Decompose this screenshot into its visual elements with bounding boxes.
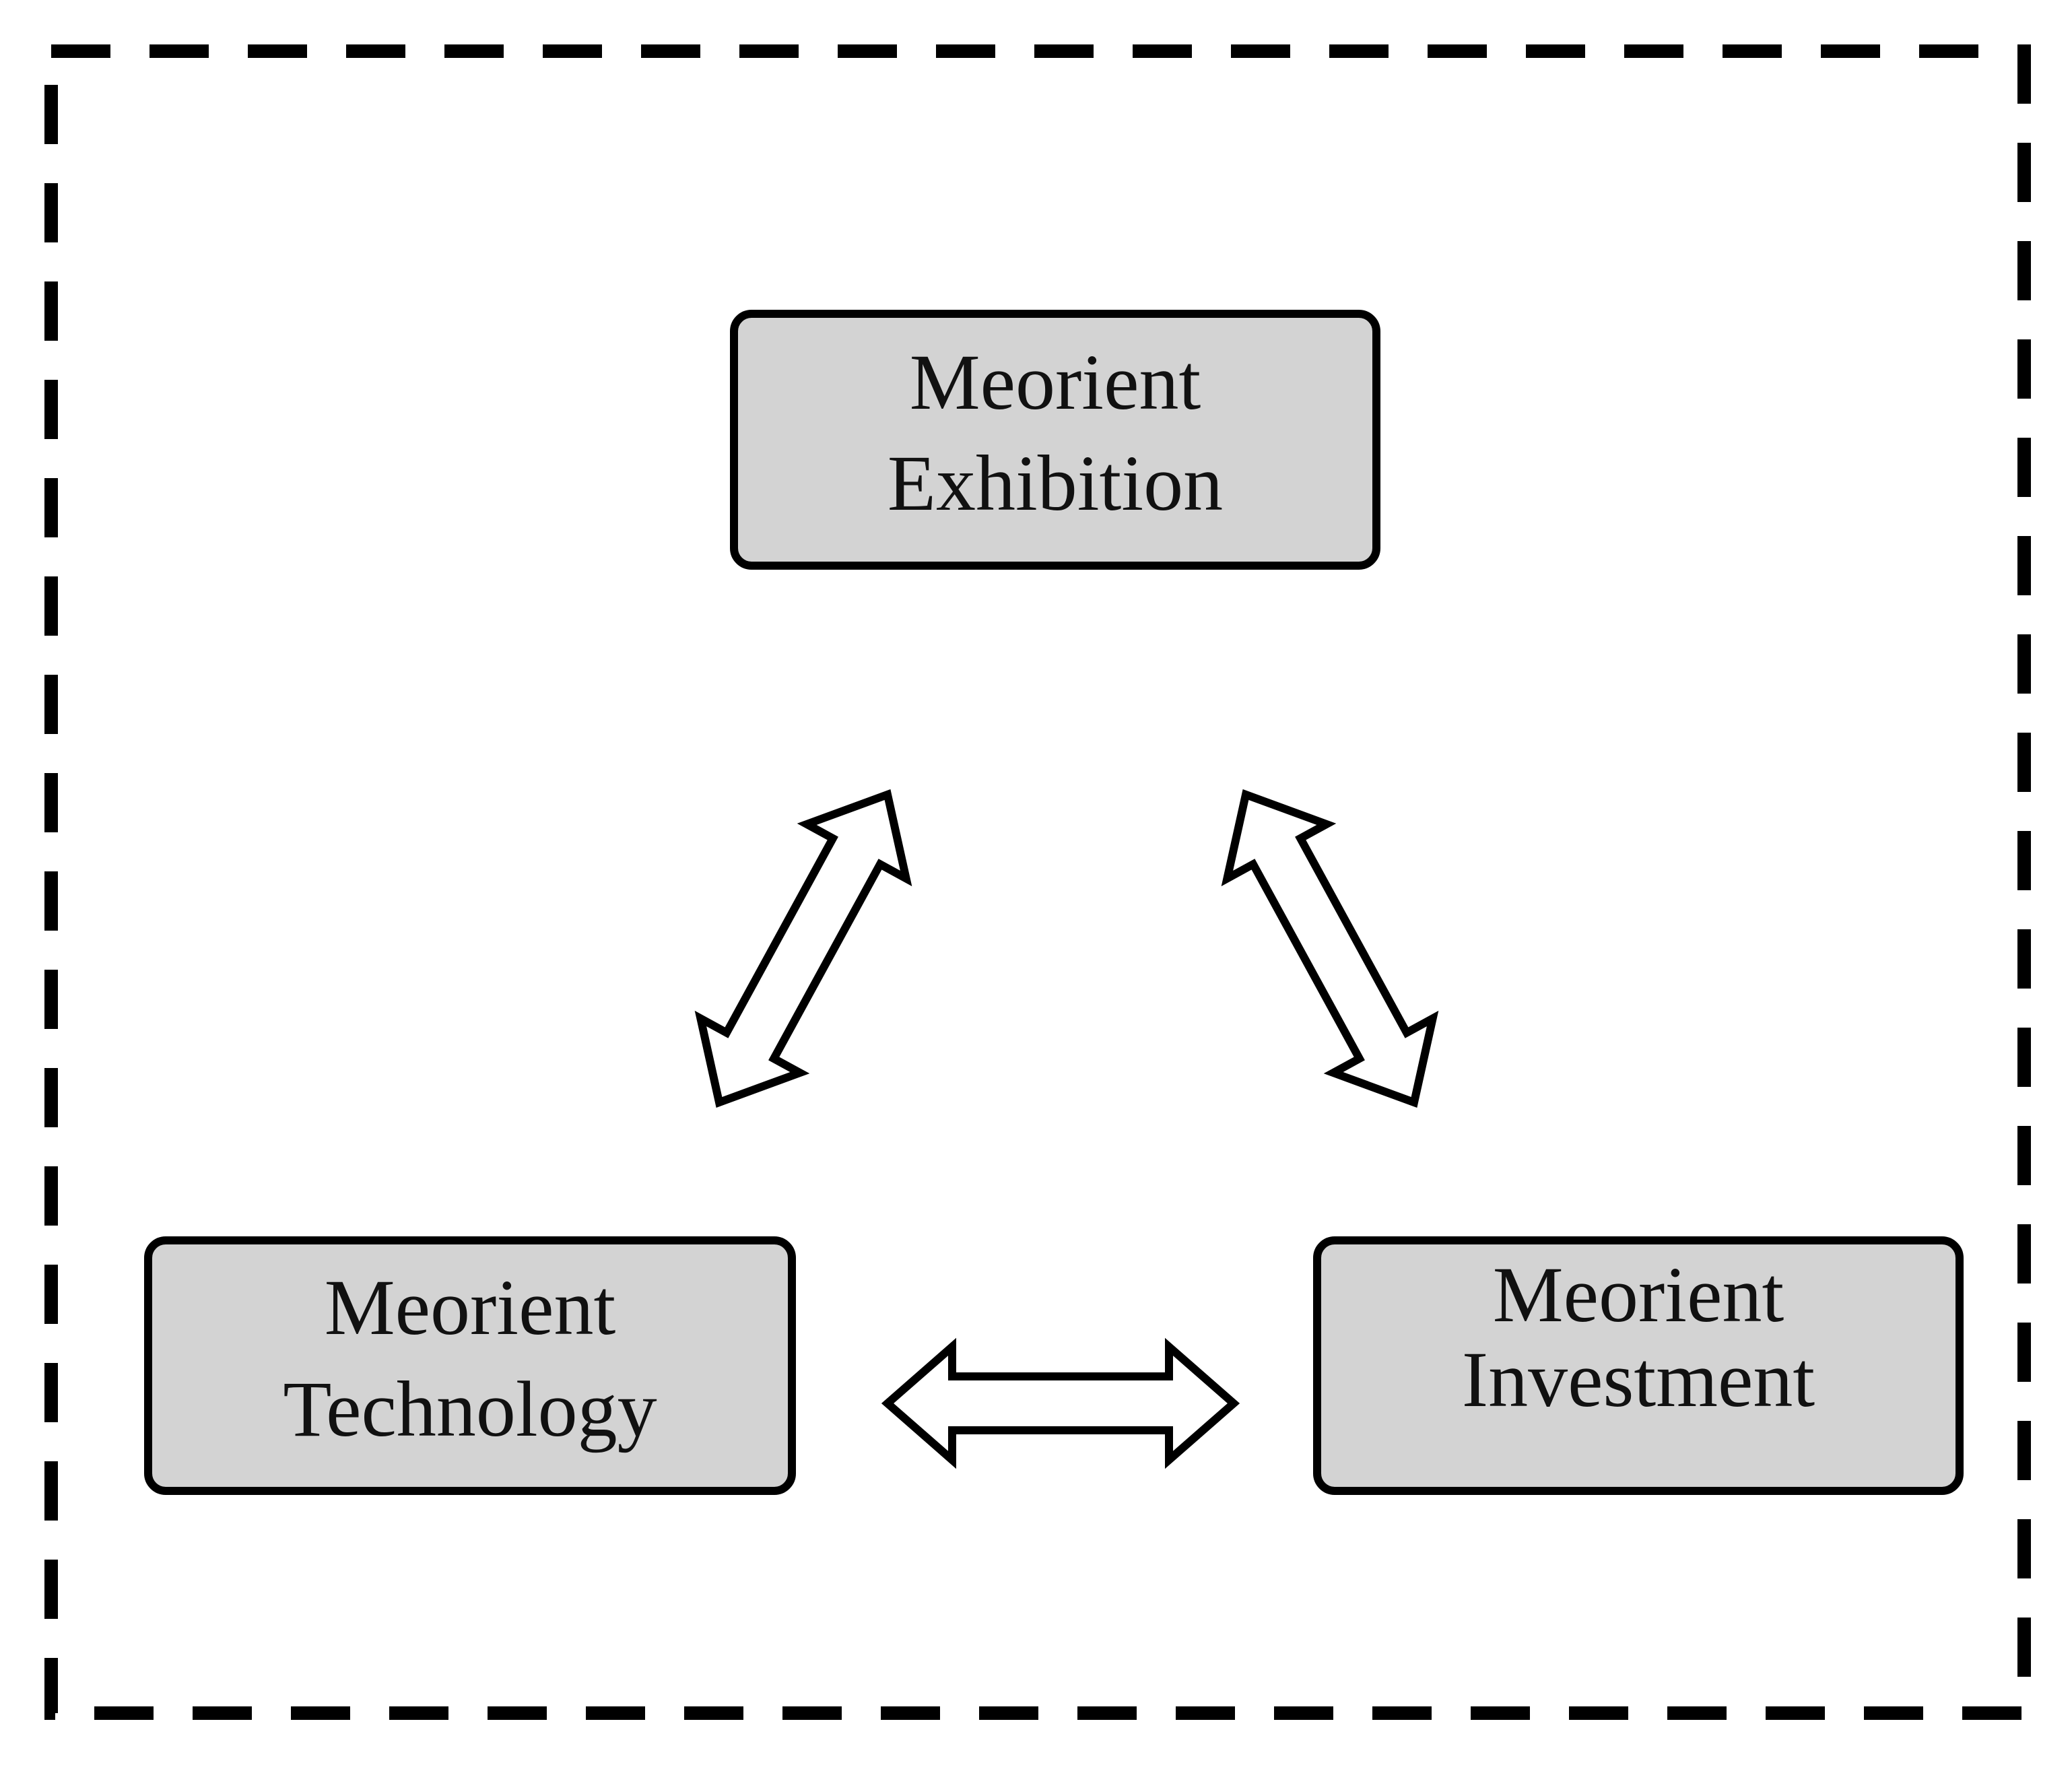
node-technology-box [144,1236,796,1495]
double-arrow-exhibition-technology [694,789,912,1108]
node-exhibition: Meorient Exhibition [730,310,1380,570]
node-technology-line2: Technology [283,1365,657,1453]
double-arrow-exhibition-investment [1221,789,1439,1108]
node-technology-line1: Meorient [325,1263,616,1352]
double-arrow-technology-investment [881,1337,1240,1469]
node-exhibition-line2: Exhibition [888,439,1223,527]
node-investment: Meorient Investment [1313,1236,1964,1495]
node-exhibition-box [730,310,1380,570]
dashed-boundary [44,44,2031,1720]
arrows-layer [694,789,1439,1469]
node-investment-box [1313,1236,1964,1495]
node-technology: Meorient Technology [144,1236,796,1495]
node-investment-line2: Investment [1462,1335,1815,1424]
node-exhibition-line1: Meorient [910,338,1201,426]
node-investment-line1: Meorient [1493,1251,1784,1339]
